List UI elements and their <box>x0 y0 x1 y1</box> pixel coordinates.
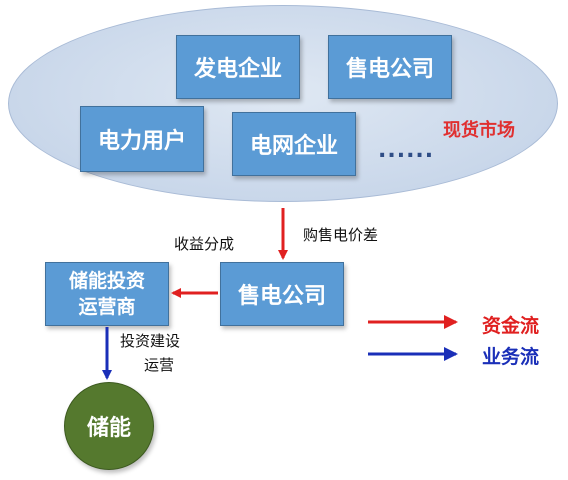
market-node-electricity-retailer: 售电公司 <box>328 35 452 99</box>
market-node-power-user: 电力用户 <box>80 106 204 172</box>
storage-investment-operator: 储能投资 运营商 <box>45 262 169 326</box>
purchase-spread-label: 购售电价差 <box>303 226 379 244</box>
spot-market-label: 现货市场 <box>443 120 515 141</box>
center-electricity-retailer: 售电公司 <box>220 262 344 326</box>
operator-label-line1: 储能投资 <box>68 270 145 292</box>
revenue-share-label: 收益分成 <box>174 235 235 253</box>
market-node-generation-company: 发电企业 <box>176 35 300 99</box>
market-node-grid-company: 电网企业 <box>232 112 356 176</box>
market-more-ellipsis: ...... <box>378 138 435 163</box>
energy-storage-node: 储能 <box>64 382 154 470</box>
operate-label: 运营 <box>144 356 175 374</box>
invest-build-label: 投资建设 <box>120 332 181 350</box>
legend-money-flow-label: 资金流 <box>482 315 540 337</box>
operator-label-line2: 运营商 <box>78 296 136 318</box>
legend-business-flow-label: 业务流 <box>482 346 540 368</box>
